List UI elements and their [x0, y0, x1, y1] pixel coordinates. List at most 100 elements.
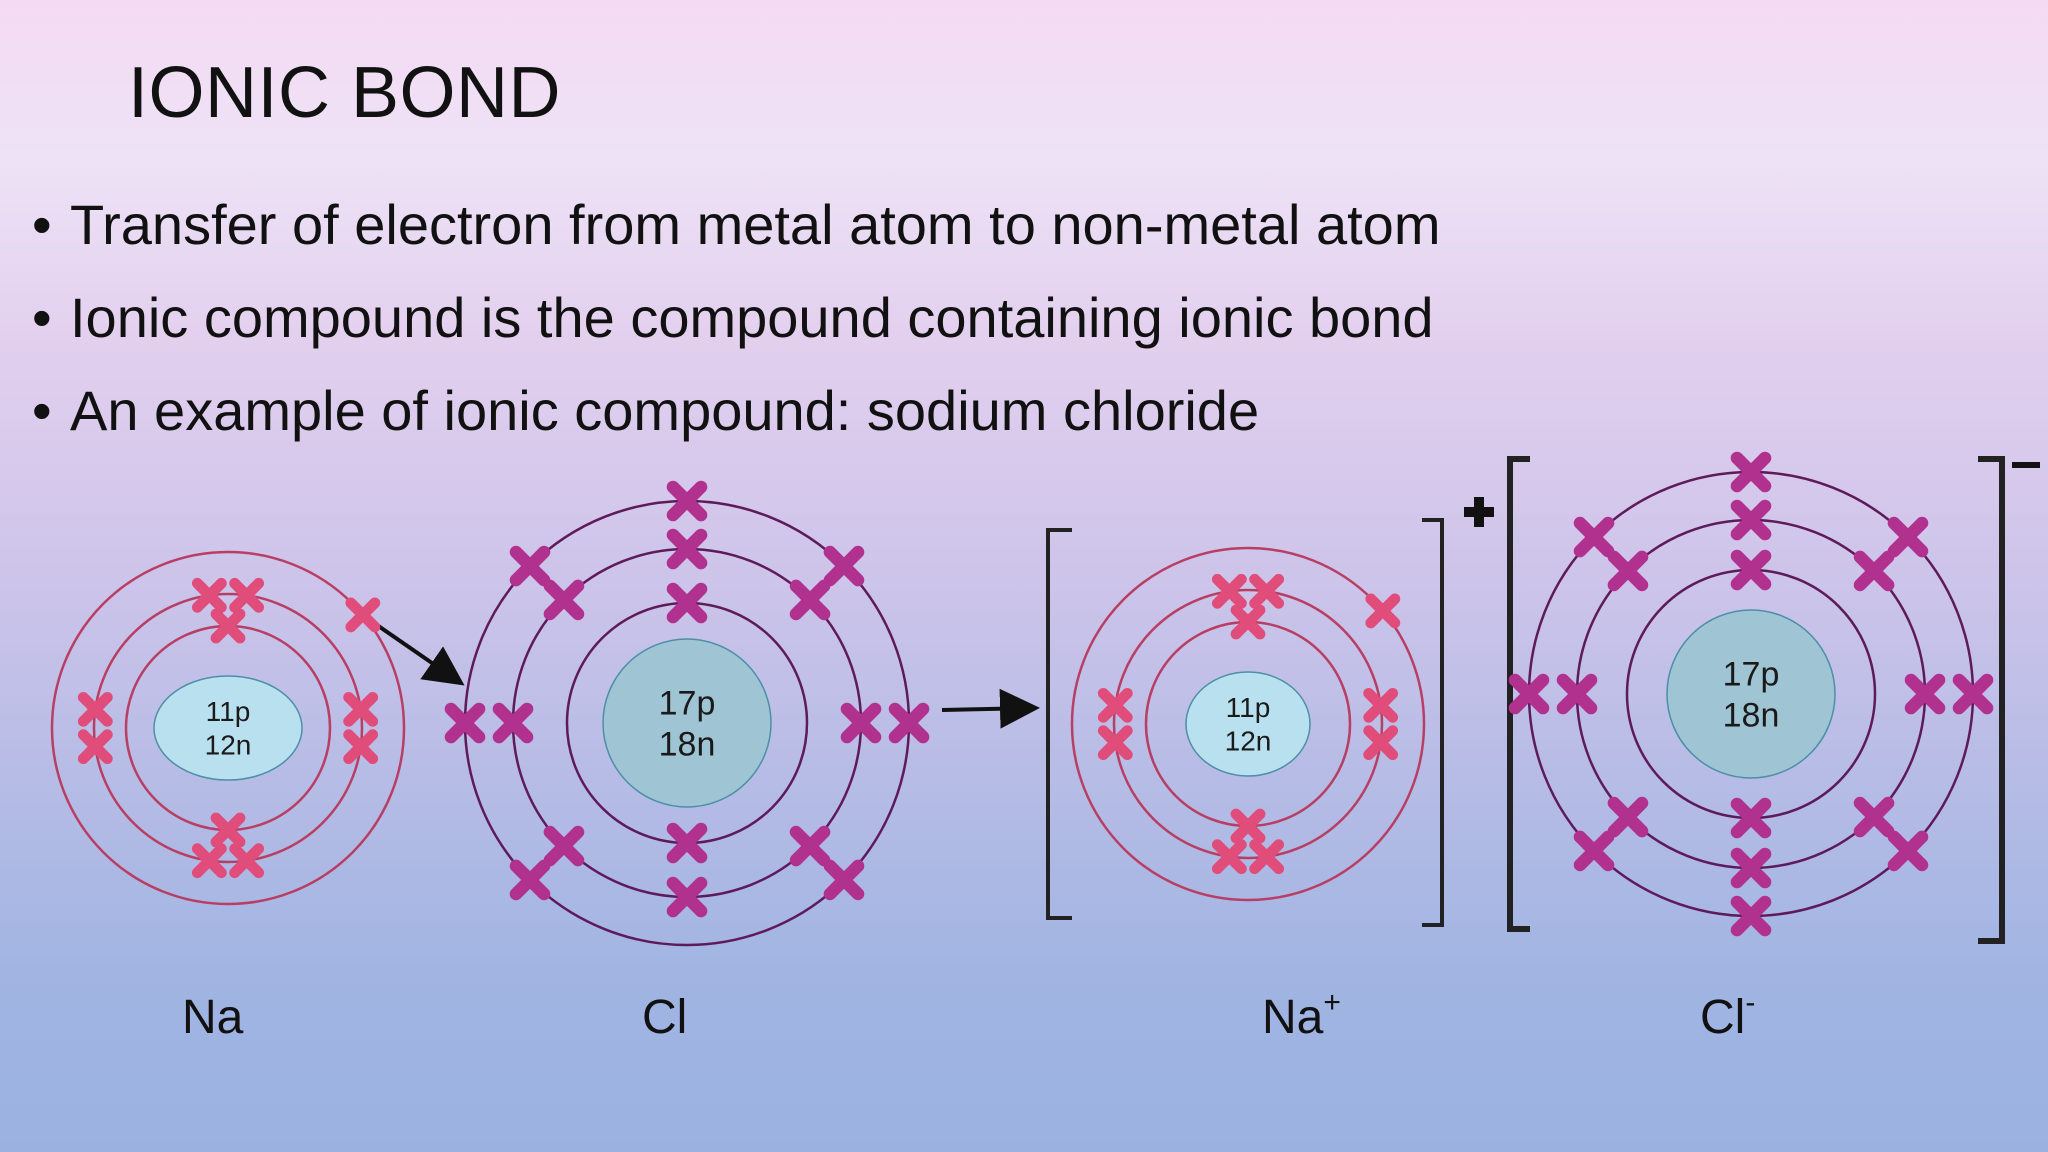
electron-cross: [1230, 604, 1266, 640]
transfer-arrow: [375, 623, 465, 686]
nucleus: [1666, 609, 1836, 779]
electron-cross: [1607, 550, 1649, 592]
electron-cross: [1230, 808, 1266, 844]
electron-cross: [666, 822, 708, 864]
proton-count: 11p: [1226, 692, 1271, 723]
positive-charge-sign: [1464, 497, 1494, 527]
electron-cross: [1573, 516, 1615, 558]
atom-label-cl-ion: Cl-: [1700, 986, 1755, 1045]
electron-cross: [823, 545, 865, 587]
atom-symbol: Na: [1262, 991, 1324, 1044]
electron-cross: [789, 825, 831, 867]
electron-shell: [50, 550, 406, 906]
slide-title: IONIC BOND: [128, 53, 562, 133]
bullet-dot: •: [32, 193, 52, 256]
electron-cross: [1730, 499, 1772, 541]
electron-shell: [1112, 588, 1384, 860]
electron-cross: [77, 729, 113, 765]
electron-cross: [509, 859, 551, 901]
electron-cross: [1573, 830, 1615, 872]
bullet-item: • Ionic compound is the compound containi…: [32, 271, 1440, 364]
electron-cross: [1904, 673, 1946, 715]
electron-cross: [1556, 673, 1598, 715]
electron-cross: [1211, 573, 1247, 609]
electron-cross: [1730, 797, 1772, 839]
nucleus: [602, 638, 772, 808]
electron-cross: [191, 843, 227, 879]
atom-label-na: Na: [182, 990, 243, 1045]
electron-cross: [1730, 451, 1772, 493]
proton-count: 11p: [206, 696, 251, 727]
electron-cross: [191, 577, 227, 613]
electron-cross: [345, 597, 381, 633]
electron-cross: [509, 545, 551, 587]
electron-cross: [77, 691, 113, 727]
electron-cross: [888, 702, 930, 744]
atom-label-na-ion: Na+: [1262, 986, 1341, 1045]
neutron-count: 18n: [1723, 696, 1780, 734]
bullet-text: Transfer of electron from metal atom to …: [70, 193, 1441, 256]
bullet-dot: •: [32, 379, 52, 442]
proton-count: 17p: [659, 685, 716, 723]
atom-charge: -: [1745, 986, 1756, 1019]
bullet-text: Ionic compound is the compound containin…: [70, 286, 1434, 349]
bracket-left-cl-ion: [1507, 456, 1530, 932]
electron-cross: [492, 702, 534, 744]
electron-cross: [1097, 725, 1133, 761]
neutron-count: 18n: [659, 725, 716, 763]
electron-cross: [543, 825, 585, 867]
electron-cross: [1249, 839, 1285, 875]
bracket-left-na-ion: [1046, 528, 1072, 920]
electron-cross: [1853, 550, 1895, 592]
electron-cross: [343, 691, 379, 727]
electron-cross: [1365, 593, 1401, 629]
electron-cross: [1952, 673, 1994, 715]
electron-cross: [1211, 839, 1247, 875]
electron-cross: [1853, 796, 1895, 838]
proton-count: 17p: [1723, 656, 1780, 694]
electron-cross: [210, 812, 246, 848]
atom-charge: +: [1323, 986, 1341, 1019]
neutron-count: 12n: [1225, 726, 1272, 757]
bullet-list: • Transfer of electron from metal atom to…: [32, 178, 1440, 457]
electron-cross: [789, 579, 831, 621]
electron-cross: [1730, 847, 1772, 889]
electron-cross: [1508, 673, 1550, 715]
electron-cross: [1887, 830, 1929, 872]
electron-cross: [666, 528, 708, 570]
atom-symbol: Na: [182, 991, 244, 1044]
electron-shell: [1070, 546, 1426, 902]
electron-cross: [1363, 687, 1399, 723]
electron-cross: [343, 729, 379, 765]
nucleus: [1185, 671, 1311, 777]
electron-shell: [92, 592, 364, 864]
bracket-right-na-ion: [1422, 518, 1444, 927]
electron-cross: [444, 702, 486, 744]
atom-label-cl: Cl: [642, 990, 687, 1045]
reaction-arrow: [941, 688, 1040, 729]
electron-cross: [1730, 549, 1772, 591]
electron-cross: [229, 843, 265, 879]
bullet-dot: •: [32, 286, 52, 349]
atom-symbol: Cl: [642, 991, 688, 1044]
electron-cross: [1363, 725, 1399, 761]
bullet-item: • Transfer of electron from metal atom to…: [32, 178, 1440, 271]
bracket-right-cl-ion: [1978, 456, 2005, 944]
electron-cross: [1730, 895, 1772, 937]
electron-cross: [1249, 573, 1285, 609]
electron-cross: [823, 859, 865, 901]
electron-cross: [543, 579, 585, 621]
bullet-item: •An example of ionic compound: sodium ch…: [32, 364, 1440, 457]
electron-cross: [840, 702, 882, 744]
neutron-count: 12n: [205, 730, 252, 761]
atom-symbol: Cl: [1700, 991, 1746, 1044]
electron-cross: [666, 582, 708, 624]
electron-cross: [210, 608, 246, 644]
electron-cross: [1607, 796, 1649, 838]
electron-cross: [666, 480, 708, 522]
